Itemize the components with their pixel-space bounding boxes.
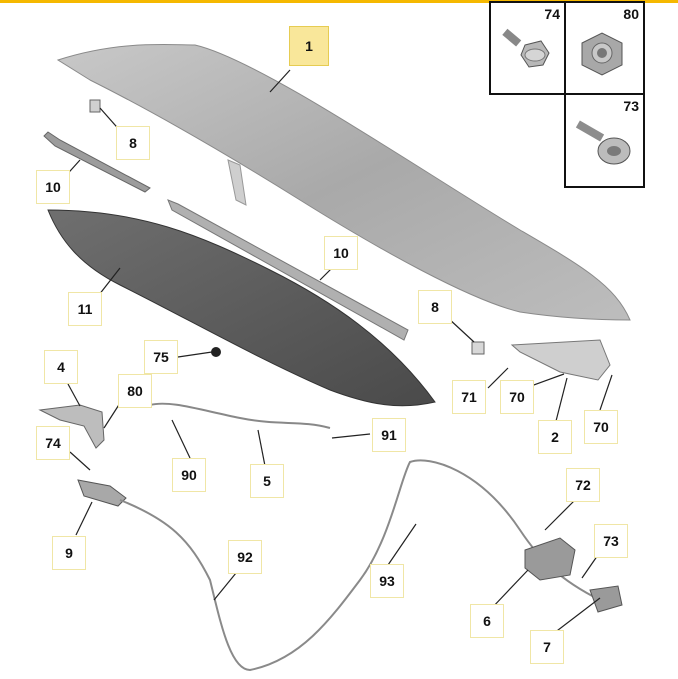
callout-10-left: 10 [36,170,70,204]
clip-8-right [471,341,485,355]
callout-6: 6 [470,604,504,638]
callout-1: 1 [289,26,329,66]
callout-11: 11 [68,292,102,326]
callout-70-left: 70 [500,380,534,414]
seal-strip-right [167,199,409,341]
callout-70-right: 70 [584,410,618,444]
callout-73: 73 [594,524,628,558]
hardware-box-80: 80 [564,1,645,95]
insulation-pad [47,209,436,407]
release-handle [77,479,127,507]
callout-91: 91 [372,418,406,452]
callout-8-right: 8 [418,290,452,324]
callout-7: 7 [530,630,564,664]
callout-2: 2 [538,420,572,454]
clip-75 [211,347,221,357]
release-cable-main [119,459,601,672]
callout-72: 72 [566,468,600,502]
callout-5: 5 [250,464,284,498]
callout-80: 80 [118,374,152,408]
callout-92: 92 [228,540,262,574]
release-cable-5 [149,402,331,429]
bolt-flange-icon [502,28,550,68]
seal-strip-left [43,131,151,193]
callout-10-right: 10 [324,236,358,270]
safety-catch-bracket [38,404,105,449]
hardware-box-73: 73 [564,93,645,188]
hardware-label-73: 73 [623,98,639,114]
hood-panel [56,43,631,321]
callout-9: 9 [52,536,86,570]
hardware-label-74: 74 [544,6,560,22]
callout-74: 74 [36,426,70,460]
callout-8-left: 8 [116,126,150,160]
callout-4: 4 [44,350,78,384]
callout-93: 93 [370,564,404,598]
hardware-box-74: 74 [489,1,566,95]
hex-nut-icon [581,32,623,76]
bonnet-lock [524,537,576,581]
callout-71: 71 [452,380,486,414]
clip-8-left [89,99,101,113]
hood-hinge [510,339,611,381]
hardware-label-80: 80 [623,6,639,22]
top-accent-bar [0,0,678,3]
hood-hinge-bracket [227,159,247,206]
callout-90: 90 [172,458,206,492]
striker [589,585,623,613]
callout-75: 75 [144,340,178,374]
torx-screw-icon [575,120,631,165]
